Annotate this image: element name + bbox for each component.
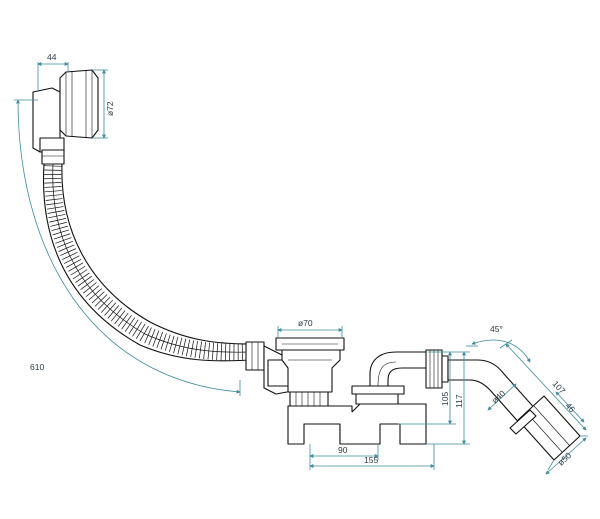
dim-90: 90: [338, 445, 348, 455]
hose-rib: [128, 319, 139, 335]
hose-rib: [44, 186, 62, 188]
hose-rib: [110, 307, 123, 322]
hose-rib: [173, 336, 179, 354]
hose-rib: [88, 288, 102, 301]
dim-45deg: 45°: [490, 324, 503, 334]
flexible-hose: [42, 163, 251, 362]
hose-rib: [117, 312, 129, 327]
hose-rib: [66, 259, 82, 268]
dim-610: 610: [30, 362, 44, 372]
hose-rib: [114, 310, 126, 325]
hose-rib: [121, 315, 132, 330]
hose-rib: [53, 233, 71, 240]
hose-rib: [77, 275, 92, 287]
hose-rib: [70, 265, 86, 276]
hose-rib: [52, 229, 70, 236]
hose-rib: [72, 269, 88, 280]
dim-105: 105: [440, 392, 450, 406]
hose-rib: [85, 285, 100, 297]
hose-rib: [104, 302, 117, 316]
hose-rib: [83, 282, 97, 294]
hose-rib: [164, 334, 171, 351]
hose-rib: [80, 279, 95, 290]
hose-rib: [224, 343, 227, 361]
hose-rib: [124, 317, 136, 332]
hose-rib: [135, 323, 146, 339]
dim-107: 107: [551, 379, 568, 396]
hose-rib: [139, 326, 149, 342]
hose-rib: [51, 225, 68, 232]
hose-rib: [44, 165, 62, 167]
hose-rib: [44, 182, 62, 184]
hose-rib: [220, 343, 223, 361]
hose-rib: [132, 321, 142, 337]
dim-117: 117: [454, 394, 464, 408]
hose-rib: [75, 272, 90, 283]
drain-assembly: [245, 337, 581, 461]
hose-rib: [160, 333, 167, 350]
hose-rib: [169, 335, 175, 353]
hose-rib: [63, 255, 80, 264]
overflow-head: [32, 69, 99, 165]
dim-44: 44: [47, 52, 57, 62]
hose-corrugation: [44, 165, 248, 361]
dimensions: 44 ø72 610 ø70 45° 107 46 ø40: [14, 52, 588, 475]
dim-72: ø72: [105, 101, 115, 116]
dim-70: ø70: [298, 318, 313, 328]
hose-rib: [68, 262, 84, 272]
hose-rib: [107, 305, 120, 319]
dim-155: 155: [364, 455, 378, 465]
